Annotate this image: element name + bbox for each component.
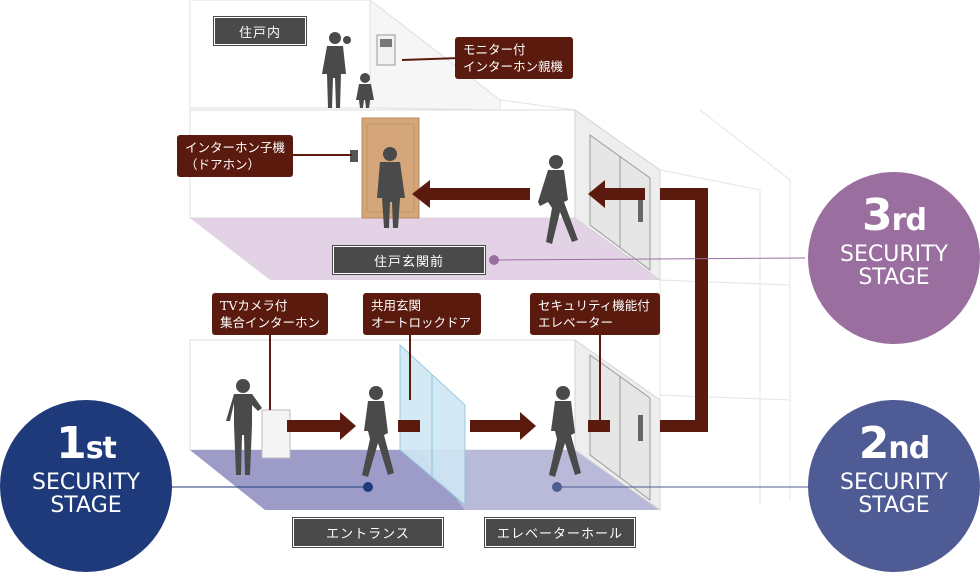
stage-2-dot	[552, 482, 562, 492]
callout-line: セキュリティ機能付	[538, 298, 650, 313]
arrow-into-floor	[588, 180, 645, 208]
arrow-dash-1	[398, 420, 420, 432]
badge-line1: SECURITY	[32, 470, 140, 495]
tag-elevator-hall: エレベーターホール	[484, 517, 636, 548]
callout-line: オートロックドア	[371, 315, 472, 330]
callout-security-elevator: セキュリティ機能付 エレベーター	[530, 293, 660, 335]
arrow-to-elevator	[470, 412, 536, 440]
badge-suffix: st	[85, 431, 117, 466]
callout-line: エレベーター	[538, 315, 614, 330]
people-silhouettes	[226, 32, 581, 477]
badge-line2: STAGE	[858, 265, 930, 290]
callout-line: モニター付	[463, 42, 526, 57]
badge-2nd-security-stage: 2nd SECURITY STAGE	[808, 400, 980, 572]
callout-line: （ドアホン）	[185, 157, 261, 172]
callout-line: TVカメラ付	[220, 298, 288, 313]
arrow-to-door	[412, 180, 530, 208]
badge-num: 3	[862, 190, 893, 241]
badge-line2: STAGE	[50, 493, 122, 518]
tag-unit-entrance: 住戸玄関前	[332, 245, 486, 275]
badge-suffix: nd	[888, 431, 930, 466]
badge-line2: STAGE	[858, 493, 930, 518]
entrance-floor	[190, 450, 465, 510]
badge-num: 1	[56, 418, 87, 469]
flow-arrows	[287, 180, 708, 440]
badge-1st-security-stage: 1st SECURITY STAGE	[0, 400, 172, 572]
badge-number: 2nd	[808, 422, 980, 471]
badge-line1: SECURITY	[840, 242, 948, 267]
callout-line: 共用玄関	[371, 298, 422, 313]
callout-autolock-door: 共用玄関 オートロックドア	[363, 293, 481, 335]
badge-number: 3rd	[808, 194, 980, 243]
callout-line: インターホン子機	[185, 140, 286, 155]
badge-suffix: rd	[891, 203, 927, 238]
stage-1-dot	[363, 482, 373, 492]
intercom-panel	[261, 409, 291, 459]
tag-entrance: エントランス	[292, 517, 444, 548]
arrow-dash-2	[588, 420, 610, 432]
elevator-hall-floor	[420, 450, 660, 510]
badge-3rd-security-stage: 3rd SECURITY STAGE	[808, 172, 980, 344]
door-intercom-unit	[350, 150, 358, 162]
callout-tv-camera-intercom: TVカメラ付 集合インターホン	[212, 293, 328, 335]
callout-line: 集合インターホン	[220, 315, 321, 330]
stage-3-dot	[489, 255, 499, 265]
arrow-to-autolock	[287, 412, 356, 440]
callout-leaders	[269, 57, 601, 420]
stage-connectors	[172, 255, 815, 492]
callout-monitor-intercom: モニター付 インターホン親機	[455, 37, 573, 79]
callout-line: インターホン親機	[463, 59, 564, 74]
callout-door-intercom: インターホン子機 （ドアホン）	[177, 135, 293, 177]
badge-line1: SECURITY	[840, 470, 948, 495]
tag-unit-inside: 住戸内	[213, 16, 307, 46]
arrow-riser	[660, 188, 708, 432]
badge-num: 2	[858, 418, 890, 469]
badge-number: 1st	[0, 422, 172, 471]
